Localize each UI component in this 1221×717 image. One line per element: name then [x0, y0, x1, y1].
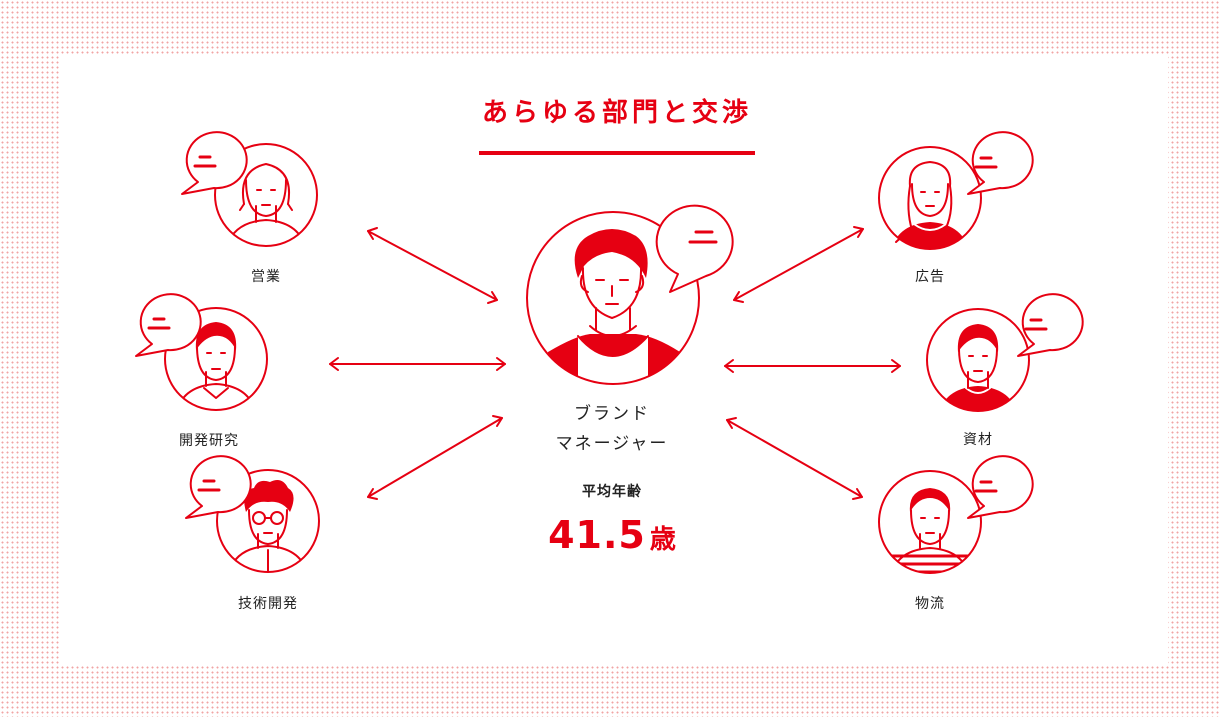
arrow-tech-dev — [367, 415, 503, 500]
center-role-line1: ブランド — [574, 404, 650, 424]
title-underline — [479, 151, 755, 155]
arrow-materials — [724, 359, 901, 373]
advertising-avatar — [878, 146, 982, 250]
brand-manager-avatar — [526, 211, 700, 385]
arrow-sales — [367, 227, 498, 304]
logistics-speech-bubble-icon — [967, 455, 1034, 519]
average-age-value: 41.5 — [548, 513, 646, 557]
materials-speech-bubble-icon — [1017, 293, 1084, 357]
label-materials: 資材 — [963, 432, 993, 448]
arrow-logistics — [726, 417, 863, 500]
center-role-line2: マネージャー — [555, 434, 669, 454]
average-age-label: 平均年齢 — [582, 484, 642, 500]
label-rnd: 開発研究 — [179, 433, 239, 449]
rnd-speech-bubble-icon — [135, 293, 202, 357]
arrow-advertising — [733, 226, 864, 303]
advertising-speech-bubble-icon — [967, 131, 1034, 195]
label-advertising: 広告 — [915, 269, 945, 285]
label-tech-dev: 技術開発 — [238, 596, 298, 612]
tech-dev-speech-bubble-icon — [185, 455, 252, 519]
materials-avatar — [926, 308, 1030, 412]
diagram-title: あらゆる部門と交渉 — [481, 98, 752, 128]
label-sales: 営業 — [251, 269, 281, 285]
sales-speech-bubble-icon — [181, 131, 248, 195]
label-logistics: 物流 — [915, 596, 945, 612]
brand-manager-speech-bubble-icon — [655, 204, 734, 293]
arrow-rnd — [329, 357, 506, 371]
average-age-unit: 歳 — [649, 525, 676, 555]
logistics-avatar — [878, 470, 982, 574]
